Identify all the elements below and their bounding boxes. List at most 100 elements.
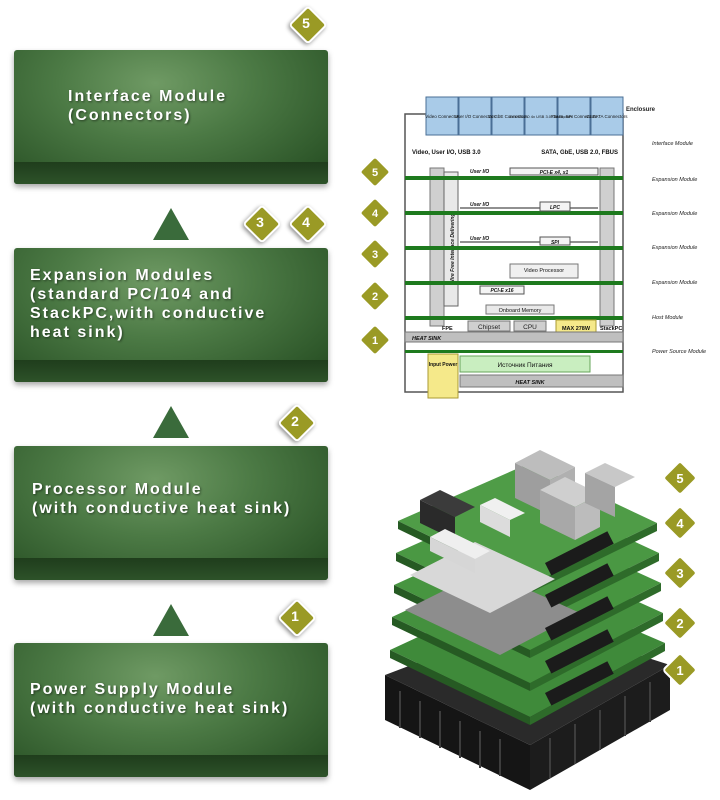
badge-4: 4 xyxy=(288,204,328,244)
processor-module-box: Processor Module (with conductive heat s… xyxy=(14,446,328,580)
power-source-box xyxy=(459,355,591,373)
side-connectors xyxy=(545,531,614,706)
video-processor-label: Video Processor xyxy=(524,268,564,274)
right-module-label: Expansion Module xyxy=(652,177,697,183)
svg-text:2: 2 xyxy=(676,616,683,631)
svg-text:2: 2 xyxy=(372,291,378,303)
lane-label: PCI-E x4, x1 xyxy=(540,170,569,176)
stack-illustration: 5 4 3 2 1 xyxy=(385,450,697,790)
onboard-memory xyxy=(485,304,555,315)
svg-text:1: 1 xyxy=(372,335,378,347)
user-io-label: User I/O xyxy=(470,236,489,242)
enclosure-label: Enclosure xyxy=(626,107,656,113)
right-module-label: Power Source Module xyxy=(652,349,706,355)
svg-text:5: 5 xyxy=(372,167,378,179)
module-line xyxy=(405,176,623,180)
input-power-label: Input Power xyxy=(429,362,458,368)
diagram-badge-2: 2 xyxy=(360,280,391,312)
fpe-label: FPE xyxy=(442,326,453,332)
connector-label: 6x USB 2.0 4x USB 3.0 Connectors xyxy=(509,114,572,119)
stack-badge-5: 5 xyxy=(663,461,697,495)
badge-3: 3 xyxy=(242,204,282,244)
connector-box xyxy=(491,96,525,136)
chipset-label: Chipset xyxy=(478,324,500,331)
connector-box xyxy=(557,96,591,136)
onboard-memory-label-inner: Onboard Memory xyxy=(499,308,542,314)
block-diagram: Enclosure Video Connector User I/O Conne… xyxy=(360,96,706,399)
connector-label: User I/O Connectors xyxy=(454,114,496,119)
user-io-label: User I/O xyxy=(470,169,489,175)
badge-2: 2 xyxy=(277,403,317,443)
expansion-modules-label: Expansion Modules (standard PC/104 and S… xyxy=(30,267,267,341)
heat-sink-upper xyxy=(404,331,624,343)
cpu-label: CPU xyxy=(523,324,537,331)
right-module-label: Interface Module xyxy=(652,141,693,147)
badge-1: 1 xyxy=(277,598,317,638)
diagram-badge-5: 5 xyxy=(360,156,391,188)
svg-text:1: 1 xyxy=(676,663,683,678)
connector-row: Video Connector User I/O Connectors 2x G… xyxy=(425,96,628,136)
module-line xyxy=(405,316,623,320)
wire-free-arrow xyxy=(443,171,459,307)
connector-label: 2x SATA Connectors xyxy=(586,114,628,119)
connector-box xyxy=(458,96,492,136)
right-module-label: Host Module xyxy=(652,315,683,321)
stack-badge-3: 3 xyxy=(663,556,697,590)
connector-label: FBUS, SPI Connectors xyxy=(551,114,598,119)
lane-label: PCI-E x16 xyxy=(490,288,513,294)
power-supply-module-box: Power Supply Module (with conductive hea… xyxy=(14,643,328,777)
lane-label: SPI xyxy=(551,240,560,246)
lane-pcie-x4 xyxy=(509,167,599,176)
svg-text:3: 3 xyxy=(676,566,683,581)
svg-text:3: 3 xyxy=(372,249,378,261)
svg-text:4: 4 xyxy=(676,516,684,531)
lane-label: LPC xyxy=(550,205,560,211)
interface-module-label: Interface Module (Connectors) xyxy=(68,88,228,124)
svg-text:4: 4 xyxy=(372,208,379,220)
bus-right-label: SATA, GbE, USB 2.0, FBUS xyxy=(541,150,618,156)
right-module-label: Expansion Module xyxy=(652,280,697,286)
processor-module-band xyxy=(14,558,328,580)
stack-badge-2: 2 xyxy=(663,606,697,640)
diagram-badge-3: 3 xyxy=(360,238,391,270)
bus-left-label: Video, User I/O, USB 3.0 xyxy=(412,150,481,156)
connector-box xyxy=(590,96,624,136)
lane-pcie-x16 xyxy=(479,285,525,295)
diagram-badge-1: 1 xyxy=(360,324,391,356)
module-line xyxy=(405,281,623,285)
stack-badge-1: 1 xyxy=(663,653,697,687)
user-io-label: User I/O xyxy=(470,202,489,208)
interface-module-box: Interface Module (Connectors) xyxy=(14,50,328,184)
video-processor xyxy=(509,263,579,279)
stackpc-label: StackPC xyxy=(600,326,622,332)
up-arrow-triangle-icon xyxy=(153,208,189,240)
interface-module-band xyxy=(14,162,328,184)
top-components xyxy=(420,450,635,573)
module-line xyxy=(405,246,623,250)
connector-label: Video Connector xyxy=(425,114,459,119)
up-arrow-triangle-icon xyxy=(153,406,189,438)
processor-module-label: Processor Module (with conductive heat s… xyxy=(32,481,292,517)
module-line xyxy=(405,211,623,215)
heat-sink-lower xyxy=(459,374,624,388)
up-arrow-triangle-icon xyxy=(153,604,189,636)
lane-lpc xyxy=(539,201,571,212)
connector-label: 2x GbE Connectors xyxy=(488,114,528,119)
input-power-box xyxy=(427,353,459,399)
diagram-badge-4: 4 xyxy=(360,197,391,229)
max-power-label: MAX 278W xyxy=(562,326,591,332)
svg-text:5: 5 xyxy=(676,471,683,486)
stack-badge-4: 4 xyxy=(663,506,697,540)
right-module-label: Expansion Module xyxy=(652,211,697,217)
power-supply-module-band xyxy=(14,755,328,777)
lane-spi xyxy=(539,236,571,246)
power-supply-module-label: Power Supply Module (with conductive hea… xyxy=(30,681,290,717)
heat-sink-lower-label: HEAT SINK xyxy=(515,380,545,386)
chipset xyxy=(467,320,511,332)
expansion-modules-box: Expansion Modules (standard PC/104 and S… xyxy=(14,248,328,382)
right-module-label: Expansion Module xyxy=(652,245,697,251)
connector-box xyxy=(524,96,558,136)
power-source-label: Источник Питания xyxy=(497,362,553,369)
cpu xyxy=(513,320,547,332)
heat-sink-label: HEAT SINK xyxy=(412,336,442,342)
